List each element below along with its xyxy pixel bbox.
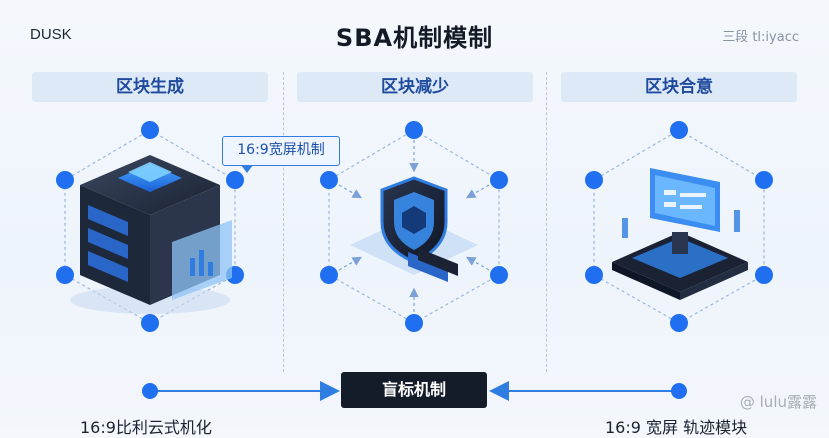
hexagon-block-consensus (585, 121, 773, 332)
top-right-label: 三段 tl:iyacc (722, 30, 799, 45)
column-divider (546, 72, 547, 372)
column-header-block-generation: 区块生成 (32, 72, 268, 102)
brand-logo-text: DUSK (30, 26, 72, 43)
column-header-block-consensus: 区块合意 (561, 72, 797, 102)
node-dot (56, 266, 74, 284)
watermark: @ lulu露露 (739, 393, 817, 411)
node-dot (585, 171, 603, 189)
node-dot (670, 314, 688, 332)
node-dot (141, 121, 159, 139)
monitor-platform-icon (612, 168, 748, 300)
bottom-right-caption: 16:9 宽屏 轨迹模块 (605, 418, 748, 437)
node-dot (320, 266, 338, 284)
header: DUSK SBA机制模制 三段 tl:iyacc (0, 0, 829, 70)
bottom-connector-left (142, 381, 340, 401)
server-cube-icon (70, 155, 232, 314)
node-dot (490, 266, 508, 284)
column-header-block-reduction: 区块减少 (297, 72, 533, 102)
node-dot (56, 171, 74, 189)
hexagon-block-generation (56, 121, 244, 332)
column-divider (283, 72, 284, 372)
shield-icon (350, 176, 478, 282)
bottom-connector-right (489, 381, 687, 401)
node-dot (226, 171, 244, 189)
node-dot (490, 171, 508, 189)
node-dot (405, 314, 423, 332)
page-title: SBA机制模制 (335, 24, 494, 52)
hexagon-block-reduction (320, 121, 508, 332)
node-dot (670, 121, 688, 139)
node-dot (755, 171, 773, 189)
node-dot (755, 266, 773, 284)
node-dot (585, 266, 603, 284)
blind-bid-box: 盲标机制 (341, 372, 487, 408)
node-dot (141, 314, 159, 332)
bottom-left-caption: 16:9比利云式机化 (80, 418, 212, 437)
node-dot (405, 121, 423, 139)
widescreen-tag: 16:9宽屏机制 (222, 136, 340, 173)
node-dot (320, 171, 338, 189)
